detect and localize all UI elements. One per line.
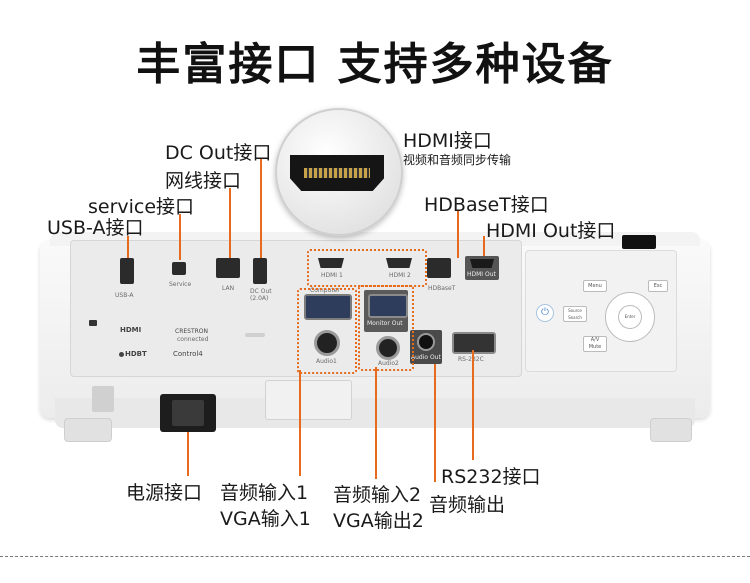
callout-line-hdbaset [457, 210, 459, 258]
callout-line-audio-out [434, 364, 436, 482]
lan-port-label: LAN [222, 285, 235, 292]
audio-out-jack-label: Audio Out [411, 354, 441, 361]
hdbt-logo: HDBT [125, 350, 147, 358]
usb-a-port[interactable] [120, 258, 134, 284]
lens-cap-top-right [622, 235, 656, 249]
callout-vga-in1: VGA输入1 [220, 508, 311, 530]
callout-line-audio-in1 [299, 370, 301, 476]
callout-vga-out2: VGA输出2 [333, 510, 424, 532]
vga-in-port[interactable] [304, 294, 352, 320]
hdmi-out-port-label: HDMI Out [467, 271, 496, 278]
callout-audio-out: 音频输出 [429, 494, 506, 516]
audio-out-jack[interactable] [417, 333, 435, 351]
callout-power: 电源接口 [126, 482, 203, 504]
callout-service: service接口 [88, 196, 195, 218]
control4-logo: Control4 [173, 350, 203, 358]
hdmi2-port[interactable] [386, 258, 412, 268]
callout-line-service [179, 214, 181, 260]
enter-button[interactable]: Enter [618, 305, 642, 329]
esc-button[interactable]: Esc [648, 280, 668, 292]
bottom-divider [0, 556, 750, 557]
callout-audio-in1: 音频输入1 [220, 482, 309, 504]
page-title: 丰富接口 支持多种设备 [136, 39, 614, 90]
monitor-out-port-label: Monitor Out [367, 320, 403, 327]
security-slot [89, 320, 97, 326]
crestron-logo: CRESTRON [175, 328, 209, 335]
audio2-jack[interactable] [376, 336, 400, 360]
power-inlet-socket [172, 400, 204, 426]
av-mute-button[interactable]: A/V Mute [583, 336, 607, 352]
hdmi1-port-label: HDMI 1 [321, 272, 343, 279]
callout-hdmi-sub: 视频和音频同步传输 [403, 153, 512, 167]
foot-right [650, 418, 692, 442]
lan-port[interactable] [216, 258, 240, 278]
rs232c-port-label: RS-232C [458, 356, 484, 363]
hdbt-logo-mark [119, 352, 124, 357]
audio1-jack-label: Audio1 [316, 358, 337, 365]
callout-line-lan [229, 188, 231, 258]
usb-a-port-label: USB-A [115, 292, 134, 299]
source-search-button[interactable]: Source Search [563, 306, 587, 322]
hdmi-out-port[interactable] [470, 259, 494, 268]
callout-line-rs232 [472, 350, 474, 460]
vga-audio1-highlight [297, 288, 357, 374]
callout-audio-in2: 音频输入2 [333, 484, 422, 506]
callout-lan: 网线接口 [165, 170, 242, 192]
handle-recess [92, 386, 114, 412]
hdmi-inputs-highlight [307, 249, 427, 287]
rs232c-port[interactable] [452, 332, 496, 354]
callout-usb-a: USB-A接口 [47, 217, 144, 239]
callout-rs232: RS232接口 [441, 466, 541, 488]
dc-out-port-label: DC Out [250, 288, 272, 295]
hdbaset-port-label: HDBaseT [428, 285, 456, 292]
callout-line-dc-out [260, 158, 262, 258]
menu-button[interactable]: Menu [583, 280, 607, 292]
hdbaset-port[interactable] [427, 258, 451, 278]
dc-out-port[interactable] [253, 258, 267, 284]
callout-line-audio-in2 [375, 367, 377, 479]
callout-line-power [187, 432, 189, 476]
audio1-jack[interactable] [314, 330, 340, 356]
callout-hdmi: HDMI接口 [403, 130, 492, 152]
callout-hdmi-out: HDMI Out接口 [486, 220, 616, 242]
vga-out-port[interactable] [368, 294, 408, 318]
computer-port-label: Computer [310, 287, 340, 294]
hdmi2-port-label: HDMI 2 [389, 272, 411, 279]
hdmi1-port[interactable] [318, 258, 344, 268]
crestron-logo-sub: connected [177, 336, 209, 343]
panel-slot [245, 333, 265, 337]
hdmi-magnifier-pins [304, 168, 370, 178]
power-button[interactable]: ⏻ [536, 304, 554, 322]
dc-out-port-rating: (2.0A) [250, 295, 269, 302]
callout-line-hdmi-out [483, 236, 485, 256]
callout-dc-out: DC Out接口 [165, 142, 272, 164]
hdmi-logo: HDMI [120, 326, 142, 334]
vga-audio2-highlight [358, 285, 414, 371]
callout-hdbaset: HDBaseT接口 [424, 194, 549, 216]
foot-left [64, 418, 112, 442]
cable-cover [265, 380, 352, 420]
callout-line-usb-a [127, 236, 129, 258]
service-port-label: Service [169, 281, 192, 288]
audio2-jack-label: Audio2 [378, 360, 399, 367]
service-port[interactable] [172, 262, 186, 275]
